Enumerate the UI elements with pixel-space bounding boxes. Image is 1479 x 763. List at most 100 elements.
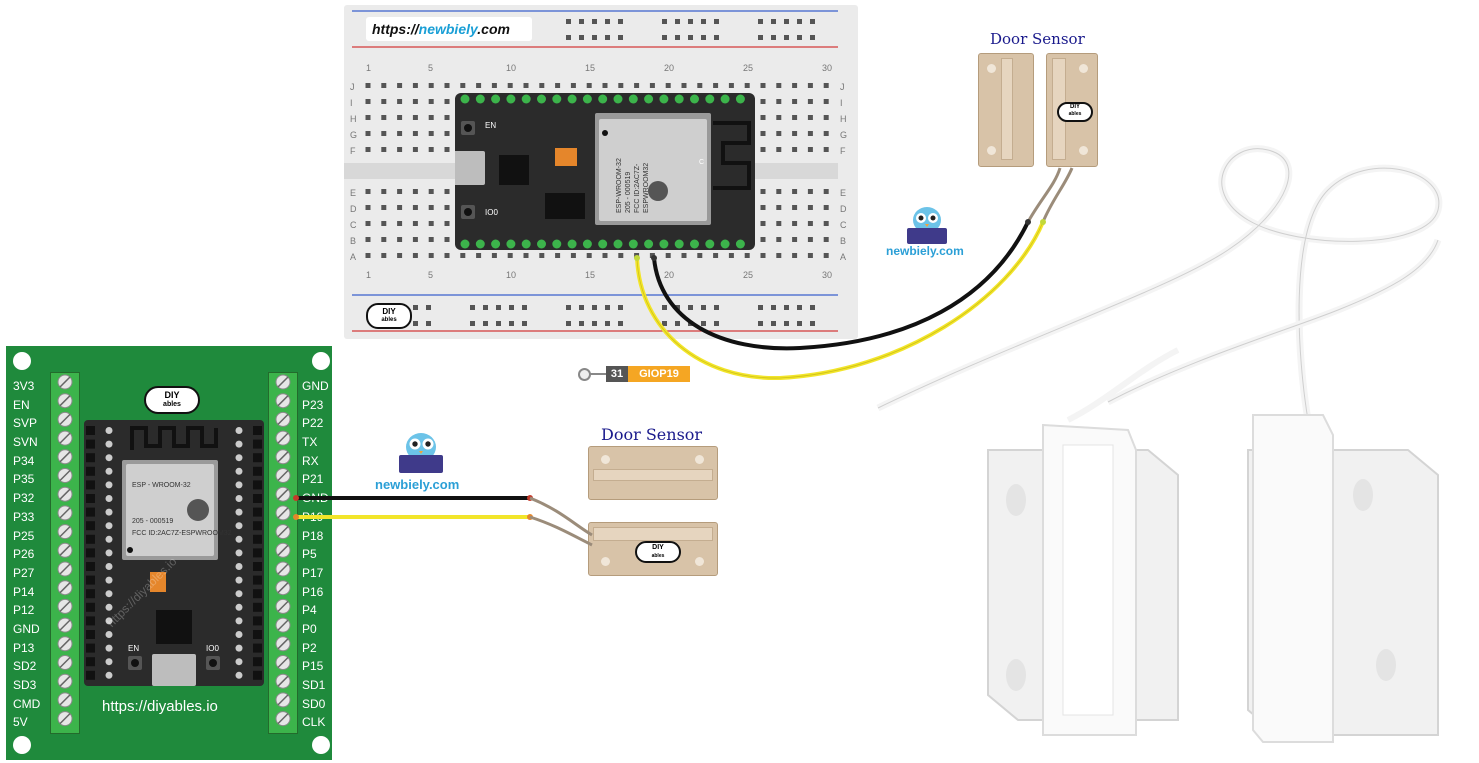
rail-hole — [483, 321, 488, 326]
module-text-line: 205 - 000519 — [132, 518, 174, 525]
rail-hole — [579, 305, 584, 310]
pin-label: SD0 — [302, 696, 326, 711]
breadboard-hole — [618, 253, 624, 258]
breadboard-hole — [507, 253, 513, 258]
breadboard-hole — [807, 221, 813, 226]
rail-hole — [662, 35, 667, 40]
header-pad — [105, 440, 113, 448]
rail-hole — [771, 35, 776, 40]
breadboard-hole — [460, 253, 466, 258]
module-text-line: ESP-WROOM-32 — [616, 158, 623, 213]
logo-top-text: DIY — [164, 390, 180, 400]
breadboard-hole — [823, 99, 829, 104]
breadboard-hole — [412, 189, 418, 194]
rail-hole — [592, 35, 597, 40]
row-letters-left: E D C B A — [350, 185, 357, 265]
breadboard-hole — [823, 253, 829, 258]
screw-slot — [59, 451, 71, 463]
breadboard-hole — [728, 83, 734, 88]
breadboard-hole — [412, 115, 418, 120]
breadboard-hole — [444, 99, 450, 104]
pin-label: CLK — [302, 715, 326, 730]
header-pad — [105, 658, 113, 666]
screw-slot — [277, 376, 289, 388]
breadboard-hole — [365, 189, 371, 194]
rail-hole — [566, 305, 571, 310]
rail-hole — [605, 19, 610, 24]
header-pad — [105, 590, 113, 598]
pin-label: P18 — [302, 528, 324, 543]
row-letter: H — [840, 114, 847, 124]
breadboard-hole — [681, 253, 687, 258]
header-pin — [253, 494, 262, 503]
breadboard-hole — [397, 99, 403, 104]
pin-label: SVP — [13, 416, 38, 431]
breadboard-hole — [397, 221, 403, 226]
screw-hole — [695, 557, 704, 566]
row-letter: I — [840, 98, 843, 108]
esp32-devkit: ESP - WROOM-32 205 - 000519 FCC ID:2AC7Z… — [84, 420, 264, 686]
breadboard-hole — [570, 83, 576, 88]
board-url: https://diyables.io — [102, 698, 218, 715]
breadboard-hole — [713, 83, 719, 88]
screw-slot — [277, 563, 289, 575]
screw-slot — [277, 413, 289, 425]
header-pad — [105, 454, 113, 462]
breadboard-hole — [744, 253, 750, 258]
breadboard-hole — [823, 237, 829, 242]
row-letter: F — [840, 146, 846, 156]
rail-hole — [784, 19, 789, 24]
rail-hole — [522, 321, 527, 326]
breadboard-hole — [444, 131, 450, 136]
breadboard-hole — [365, 131, 371, 136]
breadboard-hole — [792, 147, 798, 152]
pin-label: P2 — [302, 640, 317, 655]
row-letter: A — [840, 252, 847, 262]
en-label: EN — [485, 121, 497, 130]
header-pad — [235, 617, 243, 625]
rail-hole — [579, 321, 584, 326]
breadboard-hole — [444, 237, 450, 242]
mounting-hole — [312, 736, 330, 754]
breadboard-hole — [586, 83, 592, 88]
rail-hole — [579, 35, 584, 40]
rail-hole — [714, 321, 719, 326]
header-pin — [86, 562, 95, 571]
module-pin — [475, 94, 485, 104]
header-pad — [235, 454, 243, 462]
module-pin — [598, 94, 608, 104]
breadboard-hole — [397, 147, 403, 152]
door-sensor-magnet-top — [978, 53, 1034, 167]
board-diyables-logo: DIY ables — [144, 386, 200, 414]
breadboard-hole — [807, 83, 813, 88]
module-pin — [720, 239, 730, 249]
header-pin — [253, 602, 262, 612]
breadboard-hole — [365, 83, 371, 88]
pin-label: P5 — [302, 547, 317, 562]
breadboard-hole — [634, 253, 640, 258]
breadboard-hole — [776, 147, 782, 152]
breadboard-hole — [823, 83, 829, 88]
breadboard-hole — [792, 237, 798, 242]
header-pad — [235, 508, 243, 516]
screw-slot — [59, 488, 71, 500]
rail-hole — [701, 305, 706, 310]
header-pin — [253, 507, 262, 517]
logo-bottom-text: ables — [381, 317, 397, 323]
pin-label: P26 — [13, 547, 35, 562]
breadboard-hole — [397, 253, 403, 258]
header-pin — [253, 630, 262, 639]
breadboard-hole — [412, 205, 418, 210]
screw-slot — [277, 469, 289, 482]
breadboard-hole — [792, 131, 798, 136]
breadboard-hole — [697, 253, 703, 258]
breadboard-hole — [365, 205, 371, 210]
header-pad — [235, 467, 243, 475]
screw-slot — [59, 395, 71, 407]
module-text-line: FCC ID:2AC7Z-ESPWROOM32 — [634, 162, 650, 213]
breadboard-hole — [807, 253, 813, 258]
rail-hole — [605, 305, 610, 310]
module-pin — [735, 239, 745, 249]
rail-hole — [810, 35, 815, 40]
breadboard-hole — [776, 189, 782, 194]
